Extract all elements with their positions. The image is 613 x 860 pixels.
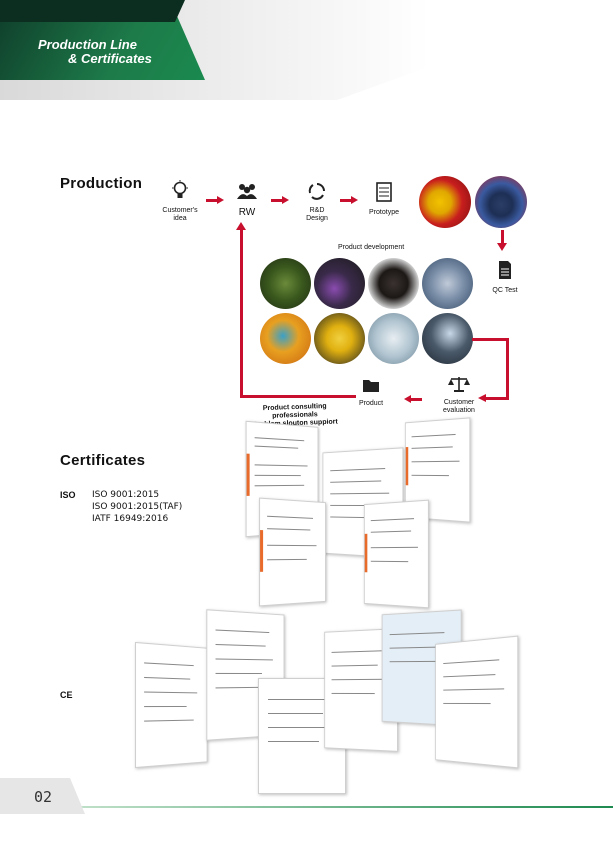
certificate-image bbox=[435, 635, 519, 769]
certificates-heading: Certificates bbox=[60, 452, 146, 469]
development-photo bbox=[368, 313, 419, 364]
page-title: Production Line & Certificates bbox=[38, 38, 152, 66]
node-label: RW bbox=[238, 207, 256, 218]
flow-arrow bbox=[340, 196, 358, 204]
node-customer-idea: Customer's idea bbox=[158, 180, 202, 223]
flow-line bbox=[506, 338, 509, 400]
node-label: R&D Design bbox=[306, 207, 328, 222]
node-customer-evaluation: Customer evaluation bbox=[440, 376, 478, 415]
lightbulb-icon bbox=[172, 180, 188, 198]
node-prototype: Prototype bbox=[364, 182, 404, 217]
iso-item: ISO 9001:2015(TAF) bbox=[92, 502, 183, 512]
development-photo bbox=[422, 258, 473, 309]
flow-arrowhead bbox=[236, 222, 246, 230]
iso-list: ISO 9001:2015 ISO 9001:2015(TAF) IATF 16… bbox=[92, 489, 182, 525]
product-development-label: Product development bbox=[338, 244, 405, 251]
certificate-image bbox=[134, 641, 208, 769]
folder-icon bbox=[363, 380, 379, 392]
footer-divider bbox=[80, 806, 613, 808]
production-photo bbox=[475, 176, 527, 228]
development-photo bbox=[422, 313, 473, 364]
development-photo bbox=[314, 313, 365, 364]
flow-line bbox=[240, 395, 356, 398]
page-number: 02 bbox=[0, 778, 85, 814]
development-photo bbox=[260, 258, 311, 309]
server-icon bbox=[376, 182, 392, 202]
scale-icon bbox=[448, 377, 470, 392]
iso-tag: ISO bbox=[60, 490, 76, 500]
iso-item: IATF 16949:2016 bbox=[92, 514, 169, 524]
flow-line bbox=[240, 228, 243, 398]
flow-arrowhead bbox=[497, 243, 507, 251]
production-heading: Production bbox=[60, 175, 143, 192]
node-product: Product bbox=[356, 377, 386, 408]
node-label: Product bbox=[358, 400, 384, 407]
certificate-image bbox=[259, 497, 326, 607]
iso-item: ISO 9001:2015 bbox=[92, 490, 160, 500]
ce-tag: CE bbox=[60, 690, 73, 700]
title-line-1: Production Line bbox=[38, 37, 137, 52]
node-qc-test: QC Test bbox=[490, 260, 520, 295]
flow-arrowhead bbox=[478, 394, 486, 402]
flow-line bbox=[485, 397, 509, 400]
node-label: Customer evaluation bbox=[443, 399, 475, 414]
node-rw: RW bbox=[234, 182, 260, 218]
node-rd-design: R&D Design bbox=[300, 182, 334, 223]
development-photo bbox=[314, 258, 365, 309]
node-label: Prototype bbox=[369, 209, 399, 216]
development-photo bbox=[368, 258, 419, 309]
people-group-icon bbox=[237, 184, 257, 199]
certificate-image bbox=[363, 499, 429, 609]
header-accent bbox=[0, 0, 185, 22]
flow-arrow bbox=[501, 230, 504, 244]
production-photo bbox=[419, 176, 471, 228]
flow-arrow bbox=[206, 196, 224, 204]
node-label: QC Test bbox=[492, 287, 518, 294]
cycle-icon bbox=[308, 183, 325, 200]
development-photo bbox=[260, 313, 311, 364]
document-icon bbox=[499, 261, 511, 279]
node-label: Customer's idea bbox=[162, 207, 198, 222]
flow-line bbox=[472, 338, 509, 341]
title-line-2: & Certificates bbox=[68, 51, 152, 66]
flow-arrow bbox=[404, 395, 422, 403]
flow-arrow bbox=[271, 196, 289, 204]
